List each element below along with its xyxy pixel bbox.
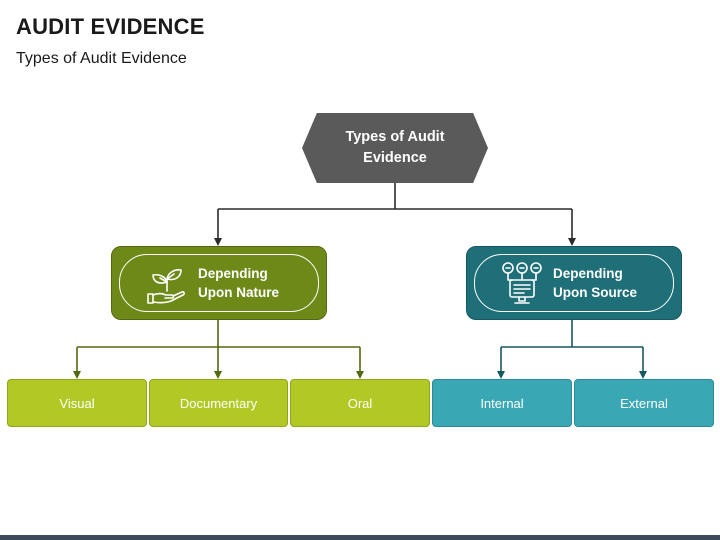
leaf-node-oral: Oral [290, 379, 430, 427]
leaf-node-documentary-label: Documentary [179, 395, 258, 411]
leaf-node-oral-label: Oral [347, 395, 373, 411]
branch-node-source-inner: Depending Upon Source [474, 254, 674, 312]
branch-node-nature-inner: Depending Upon Nature [119, 254, 319, 312]
branch-node-source-label: Depending Upon Source [553, 266, 638, 300]
page-title: AUDIT EVIDENCE [16, 14, 205, 39]
leaf-node-internal-label: Internal [480, 395, 524, 411]
leaf-node-internal: Internal [432, 379, 572, 427]
leaf-node-visual: Visual [7, 379, 147, 427]
footer-bar [0, 535, 720, 540]
root-node: Types of Audit Evidence [302, 113, 488, 183]
leaf-node-documentary: Documentary [149, 379, 288, 427]
leaf-node-external-label: External [620, 395, 668, 411]
leaf-node-external: External [574, 379, 714, 427]
branch-node-source: Depending Upon Source [466, 246, 682, 320]
plant-in-hand-icon [147, 269, 185, 304]
branch-node-nature: Depending Upon Nature [111, 246, 327, 320]
branch-node-nature-label: Depending Upon Nature [198, 266, 279, 300]
root-node-label: Types of Audit Evidence [345, 129, 445, 166]
network-monitor-icon [502, 262, 542, 304]
page-subtitle: Types of Audit Evidence [16, 50, 187, 67]
leaf-node-visual-label: Visual [59, 395, 95, 411]
